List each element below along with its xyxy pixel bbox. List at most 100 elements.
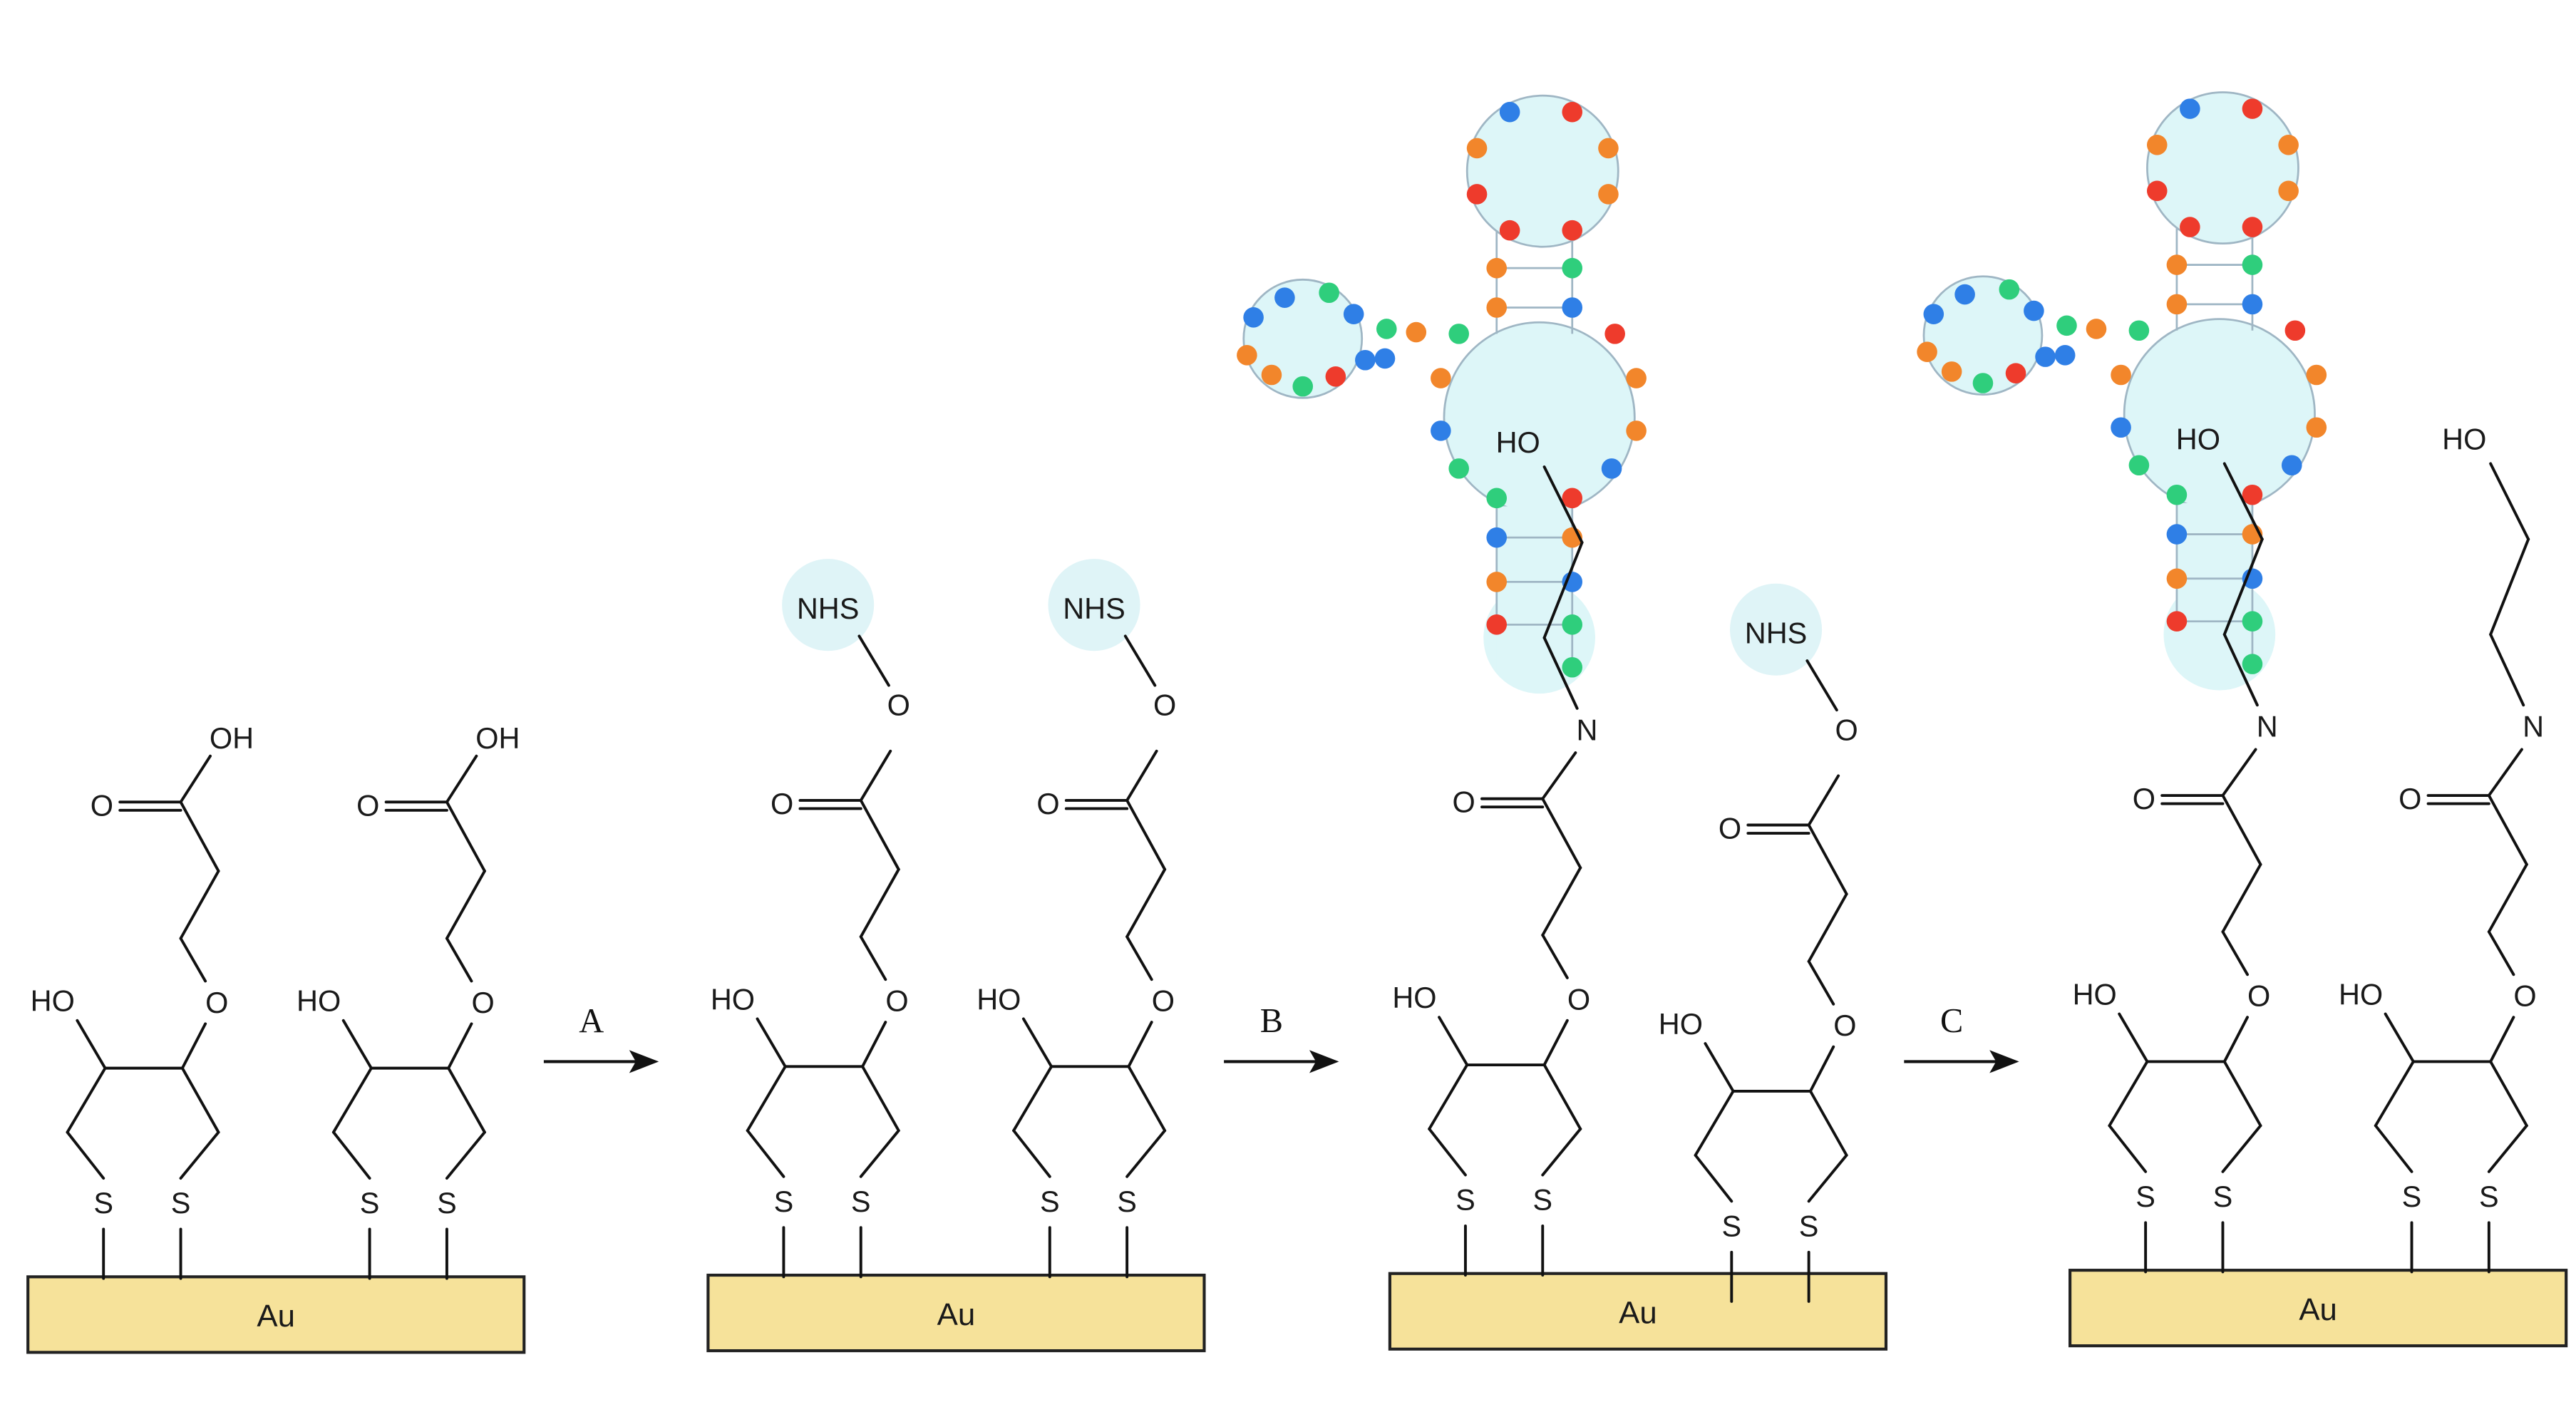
nucleotide [2166, 611, 2188, 632]
ring-bond [859, 1129, 900, 1178]
ring-bond [1541, 1127, 1582, 1177]
reaction-step-label: C [1940, 1002, 1963, 1040]
hydroxyl-bond [2118, 1012, 2149, 1063]
nucleotide [1917, 341, 1937, 363]
nucleotide [2146, 135, 2168, 155]
nucleotide [2128, 455, 2150, 476]
chain-bond [1541, 933, 1569, 979]
chain-bond [859, 798, 900, 871]
reaction-step-label: B [1260, 1002, 1283, 1040]
nhs-label: NHS [1063, 592, 1125, 625]
carbonyl-oxygen-label: O [2133, 782, 2155, 815]
chain-bond [1125, 798, 1167, 871]
ethanolamine-hydroxyl-label: HO [2442, 422, 2486, 455]
chain-bond [2221, 794, 2262, 866]
ethanolamine-bond [2222, 633, 2259, 707]
chain-bond [859, 867, 900, 939]
aptamer-top-loop [1465, 94, 1619, 248]
hydroxyl-label: HO [2073, 977, 2117, 1011]
nucleotide [2054, 345, 2076, 366]
nucleotide [1343, 304, 1364, 324]
nucleotide [1941, 361, 1962, 382]
nucleotide [1431, 421, 1451, 441]
reaction-arrow-head [1309, 1050, 1339, 1073]
aptamer-stem-band [1496, 506, 1572, 671]
ester-nhs-bond [857, 634, 890, 687]
sulfur-atom-label: S [1721, 1209, 1741, 1242]
nucleotide [2242, 217, 2263, 237]
nucleotide [1466, 138, 1488, 159]
amide-bond [1541, 751, 1577, 800]
sulfur-atom-label: S [360, 1186, 380, 1220]
nucleotide [1562, 488, 1583, 509]
nucleotide [1923, 304, 1944, 324]
carbonyl-oxygen-label: O [1719, 812, 1741, 845]
ring-bond [2108, 1060, 2149, 1128]
nucleotide [1486, 572, 1508, 592]
nucleotide [2056, 315, 2077, 336]
nucleotide [2166, 484, 2188, 505]
carboxyl-oh-bond [445, 754, 478, 804]
chain-bond [2487, 862, 2528, 934]
ring-bond [1807, 1153, 1848, 1203]
nucleotide [1325, 366, 1346, 387]
nucleotide [2111, 417, 2131, 438]
aptamer-stem-band [2176, 502, 2252, 668]
ring-bond [180, 1066, 220, 1134]
sulfur-atom-label: S [171, 1186, 191, 1220]
ring-bond [2374, 1124, 2413, 1173]
nucleotide [1999, 279, 2020, 300]
hydroxyl-label: HO [1392, 981, 1436, 1014]
chain-bond [1125, 867, 1167, 939]
ring-bond [1694, 1089, 1735, 1157]
ester-bond [1807, 774, 1840, 827]
carbonyl-oxygen-label: O [1452, 785, 1475, 819]
aptamer [1237, 94, 1647, 694]
ether-oxygen-label: O [1567, 982, 1590, 1016]
ring-bond [1808, 1089, 1848, 1157]
nucleotide [2111, 364, 2131, 386]
chain-bond [179, 800, 220, 873]
nhs-halos [782, 559, 1823, 676]
ethanolamine-bond [2489, 633, 2525, 707]
amide-nitrogen-label: N [2523, 710, 2544, 743]
ethanolamine-bond [1542, 541, 1584, 639]
nucleotide [2166, 294, 2188, 315]
sulfur-atom-label: S [93, 1186, 113, 1220]
aptamer-central-loop [1443, 321, 1636, 514]
sulfur-atom-label: S [1456, 1183, 1475, 1217]
nucleotide [1448, 458, 1469, 479]
chain-bond [2221, 862, 2262, 934]
chain-bond [1541, 797, 1582, 870]
nucleotide [2166, 568, 2188, 589]
gold-substrates [26, 1269, 2568, 1354]
nucleotide [1374, 348, 1396, 369]
nucleotide [2306, 364, 2327, 386]
nucleotide [1376, 319, 1397, 339]
nucleotide [1466, 184, 1488, 205]
ring-bond [1012, 1065, 1053, 1133]
sulfur-atom-label: S [1799, 1209, 1819, 1242]
nucleotide [1598, 138, 1619, 159]
ring-bond [1127, 1065, 1167, 1133]
nhs-halo [1048, 559, 1140, 651]
amide-nitrogen-label: N [1577, 713, 1598, 746]
carbonyl-oxygen-label: O [771, 787, 793, 820]
ester-oxygen-label: O [887, 689, 910, 722]
hydroxyl-label: HO [711, 982, 755, 1016]
nucleotide [2306, 417, 2327, 438]
ethanolamine-bond [1542, 636, 1579, 710]
nucleotide [1562, 257, 1583, 279]
ether-bond [1127, 1021, 1153, 1068]
ring-bond [1125, 1129, 1167, 1178]
nucleotide [1486, 614, 1508, 635]
gold-substrate [706, 1273, 1206, 1353]
nucleotide [1319, 282, 1339, 304]
nucleotide [1954, 284, 1975, 305]
chain-bond [445, 937, 473, 983]
nucleotide [2284, 320, 2306, 341]
sulfur-atom-label: S [2479, 1180, 2499, 1213]
chain-bond [2221, 930, 2249, 976]
hydroxyl-label: HO [297, 984, 341, 1018]
ring-bond [447, 1066, 486, 1134]
